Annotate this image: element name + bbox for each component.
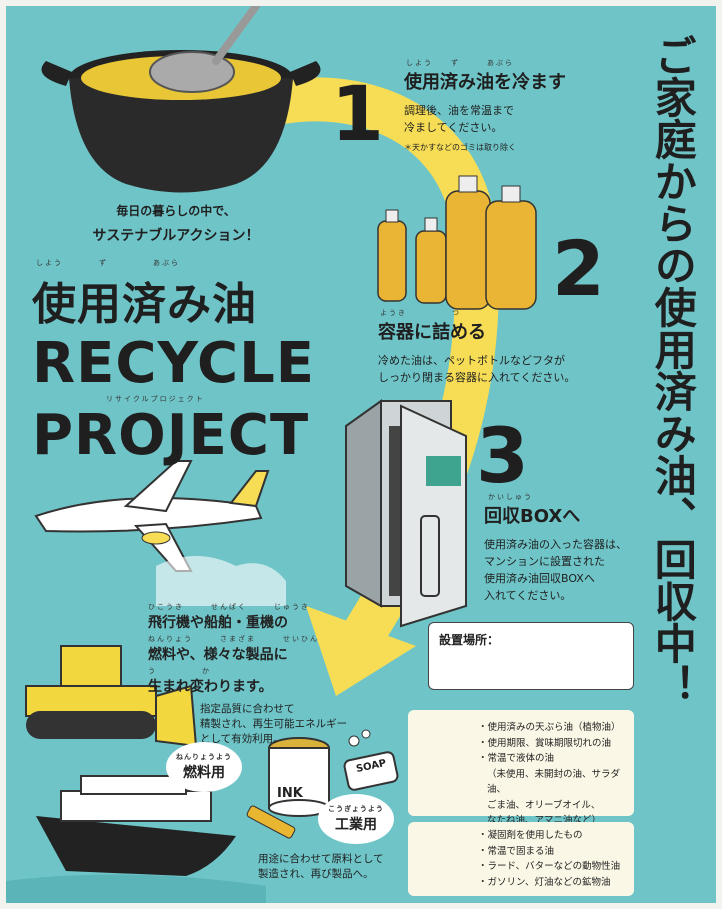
step1-note: ＊天かすなどのゴミは取り除く [404, 143, 516, 152]
step3-body: 使用済み油の入った容器は、 マンションに設置された 使用済み油回収BOXへ 入れ… [484, 538, 627, 602]
tagline-line2: サステナブルアクション！ [92, 228, 260, 244]
ng-item: 凝固剤を使用したもの [478, 828, 620, 844]
fuel-ruby: ねんりょうよう [176, 753, 232, 761]
tagline-line1: 毎日の暮らしの中で、 [116, 204, 236, 218]
main-title-ruby: しよう ず あぶら [36, 259, 180, 267]
soap-illustration [343, 729, 399, 791]
paint-can-illustration [246, 737, 330, 839]
step2-number: 2 [552, 224, 605, 313]
industrial-description: 用途に合わせて原料として 製造され、再び製品へ。 [258, 853, 384, 880]
step2-title: 容器に詰める [378, 322, 486, 343]
main-title-en1: RECYCLE [32, 331, 316, 396]
uses-line2: 燃料や、様々な製品に [148, 647, 288, 663]
fuel-label: 燃料用 [183, 765, 225, 781]
main-title-en2: PROJECT [32, 403, 310, 468]
industrial-label: 工業用 [335, 817, 377, 833]
illustration-layer [6, 6, 537, 903]
ok-list-box: ○ 使用済みの天ぷら油（植物油） 使用期限、賞味期限切れの油 常温で液体の油 （… [408, 710, 634, 826]
step1-ruby: しよう ず あぶら [406, 59, 514, 67]
poster: 1 しよう ず あぶら 使用済み油を冷ます 調理後、油を常温まで 冷ましてくださ… [6, 6, 716, 903]
installation-location-field[interactable]: 設置場所： [428, 622, 634, 690]
vertical-headline: ご家庭からの使用済み油、回収中！ [648, 34, 698, 706]
ng-item: 常温で固まる油 [478, 844, 620, 860]
step2-ruby: ようき つ [380, 309, 461, 317]
arrow-head [306, 606, 416, 696]
ok-sub-item: （未使用、未開封の油、サラダ油、 [487, 768, 621, 796]
uses-line1: 飛行機や船舶・重機の [148, 615, 288, 631]
uses-line3: 生まれ変わります。 [148, 679, 273, 695]
uses-ruby2: ねんりょう さまざま せいひん [148, 635, 319, 643]
step1-title: 使用済み油を冷ます [404, 72, 566, 93]
industrial-label-badge: こうぎょうよう 工業用 [318, 794, 394, 844]
bulldozer-illustration [25, 645, 198, 748]
fuel-label-badge: ねんりょうよう 燃料用 [166, 742, 242, 792]
uses-ruby3: う か [148, 667, 211, 675]
tagline: 毎日の暮らしの中で、 サステナブルアクション！ [56, 202, 296, 245]
industrial-ruby: こうぎょうよう [328, 805, 384, 813]
main-title-en-ruby: リサイクルプロジェクト [106, 395, 205, 403]
ship-illustration [6, 775, 266, 903]
pot-illustration [41, 6, 321, 193]
ok-sub-item: ごま油、オリーブオイル、 [487, 799, 601, 811]
collection-box-illustration [345, 399, 467, 628]
ng-list: 凝固剤を使用したもの 常温で固まる油 ラード、バターなどの動物性油 ガソリン、灯… [478, 828, 621, 891]
step3-title: 回収BOXへ [484, 506, 581, 527]
ng-item: ラード、バターなどの動物性油 [478, 859, 621, 875]
fuel-description: 指定品質に合わせて 精製され、再生可能エネルギー として有効利用。 [200, 703, 348, 745]
ng-item: ガソリン、灯油などの鉱物油 [478, 875, 620, 891]
ok-list: 使用済みの天ぷら油（植物油） 使用期限、賞味期限切れの油 常温で液体の油 （未使… [478, 720, 634, 829]
uses-description: ひこうき せんぱく じゅうき 飛行機や船舶・重機の ねんりょう さまざま せいひ… [148, 602, 319, 696]
installation-location-label: 設置場所： [439, 633, 500, 647]
step3-ruby: かいしゅう [488, 493, 533, 501]
main-title-jp: 使用済み油 [32, 279, 257, 330]
ok-item: 常温で液体の油 [478, 751, 634, 767]
ink-label: INK [277, 786, 303, 801]
step1-number: 1 [331, 69, 384, 158]
step1-body: 調理後、油を常温まで 冷ましてください。 [404, 104, 514, 134]
bottles-illustration [377, 175, 537, 310]
ng-list-box: × 凝固剤を使用したもの 常温で固まる油 ラード、バターなどの動物性油 ガソリン… [408, 822, 634, 896]
uses-ruby1: ひこうき せんぱく じゅうき [148, 603, 310, 611]
step3-number: 3 [476, 411, 529, 500]
ok-item: 使用済みの天ぷら油（植物油） [478, 720, 634, 736]
step2-body: 冷めた油は、ペットボトルなどフタが しっかり閉まる容器に入れてください。 [378, 354, 576, 384]
ok-item: 使用期限、賞味期限切れの油 [478, 736, 634, 752]
ok-sub-item: なたね油、アマニ油など） [487, 815, 602, 826]
airplane-illustration [34, 460, 286, 606]
